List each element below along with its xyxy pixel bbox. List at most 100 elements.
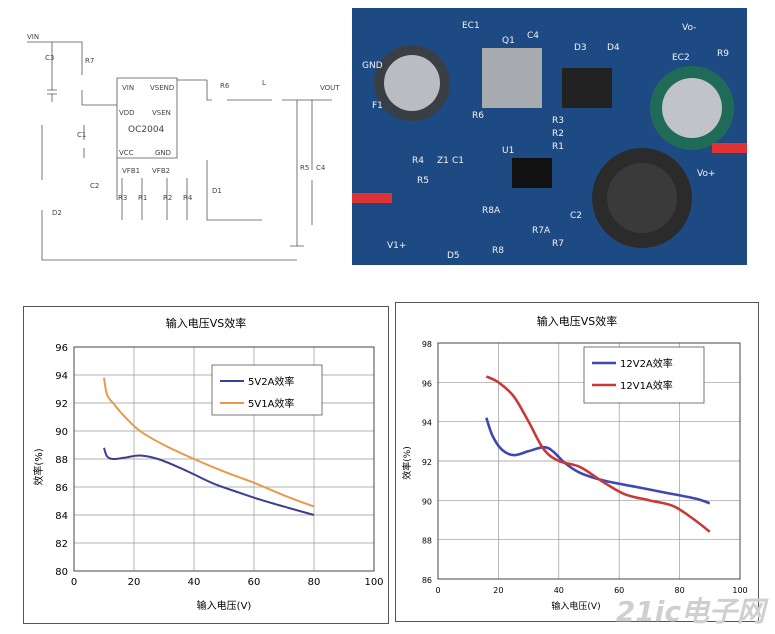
photo-label-r3: R3 (552, 116, 564, 126)
y-tick-label: 90 (55, 427, 68, 438)
photo-label-f1: F1 (372, 101, 383, 111)
schematic-r4: R4 (183, 194, 193, 202)
y-axis-label: 效率(%) (401, 446, 413, 480)
series-line-1 (485, 375, 711, 533)
x-tick-label: 80 (675, 586, 685, 595)
schematic-vout: VOUT (320, 84, 340, 92)
pin-vcc: VCC (119, 149, 134, 157)
schematic-d2: D2 (52, 209, 62, 217)
circuit-schematic: VIN OC2004 VIN VDD VCC VSEND VSEN GND VF… (22, 30, 347, 262)
y-tick-label: 94 (55, 371, 68, 382)
schematic-c2: C2 (90, 182, 99, 190)
photo-label-u1: U1 (502, 146, 514, 156)
watermark-logo: 21ic电子网 (615, 595, 765, 628)
x-axis-label: 输入电压(V) (551, 600, 600, 612)
pcb-photo: GND EC1 Q1 C4 D3 D4 Vo- EC2 R9 F1 R6 R3 … (352, 8, 747, 265)
schematic-l: L (262, 79, 266, 87)
x-tick-label: 60 (614, 586, 624, 595)
y-tick-label: 84 (55, 511, 68, 522)
plot-area (73, 346, 375, 572)
x-tick-label: 20 (493, 586, 503, 595)
schematic-c1: C1 (77, 131, 86, 139)
photo-label-c2: C2 (570, 211, 582, 221)
legend-box (211, 364, 323, 416)
photo-label-d5: D5 (447, 251, 460, 261)
y-tick-label: 94 (422, 419, 432, 428)
y-tick-label: 92 (422, 458, 432, 467)
pin-vfb2: VFB2 (152, 167, 170, 175)
schematic-r5: R5 (300, 164, 309, 172)
y-tick-label: 86 (422, 576, 432, 585)
x-tick-label: 60 (248, 577, 261, 588)
photo-label-r9: R9 (717, 49, 729, 59)
y-tick-label: 88 (422, 537, 432, 546)
pin-vin: VIN (122, 84, 134, 92)
chart-12v-svg: 输入电压VS效率 输入电压(V) 效率(%) 0 20 40 60 80 100 86 88 9… (401, 314, 748, 612)
legend-label: 12V2A效率 (620, 357, 673, 370)
legend-box (583, 346, 705, 404)
schematic-r6: R6 (220, 82, 230, 90)
y-tick-label: 86 (55, 483, 68, 494)
photo-label-r7a: R7A (532, 226, 551, 236)
pin-vsend: VSEND (150, 84, 174, 92)
x-tick-label: 80 (308, 577, 321, 588)
photo-label-ec1: EC1 (462, 21, 480, 31)
series-line-0 (103, 447, 315, 516)
photo-label-r7: R7 (552, 239, 564, 249)
chip-label: OC2004 (128, 125, 165, 135)
photo-label-vo-minus: Vo- (682, 23, 696, 33)
photo-label-v1-plus: V1+ (387, 241, 406, 251)
photo-label-d4: D4 (607, 43, 620, 53)
schematic-d1: D1 (212, 187, 222, 195)
x-tick-label: 100 (364, 577, 383, 588)
photo-label-q1: Q1 (502, 36, 515, 46)
y-tick-label: 88 (55, 455, 68, 466)
y-axis-label: 效率(%) (32, 448, 45, 485)
series-line-1 (103, 377, 315, 508)
pin-vdd: VDD (119, 109, 135, 117)
photo-label-r1: R1 (552, 142, 564, 152)
schematic-r7: R7 (85, 57, 94, 65)
y-tick-label: 96 (55, 343, 68, 354)
photo-label-gnd: GND (362, 61, 383, 71)
schematic-r1: R1 (138, 194, 147, 202)
pin-gnd: GND (155, 149, 171, 157)
x-axis-label: 输入电压(V) (197, 599, 252, 612)
y-tick-label: 90 (422, 497, 432, 506)
series-line-0 (485, 417, 711, 505)
x-tick-label: 40 (188, 577, 201, 588)
y-tick-label: 96 (422, 379, 432, 388)
chart-title: 输入电压VS效率 (537, 314, 618, 328)
photo-label-d3: D3 (574, 43, 587, 53)
pin-vfb1: VFB1 (122, 167, 140, 175)
y-tick-label: 82 (55, 539, 68, 550)
schematic-c3: C3 (45, 54, 54, 62)
x-tick-label: 0 (71, 577, 77, 588)
x-tick-label: 40 (554, 586, 564, 595)
x-tick-label: 100 (732, 586, 747, 595)
photo-label-r6: R6 (472, 111, 484, 121)
x-tick-label: 0 (435, 586, 440, 595)
x-tick-label: 20 (128, 577, 141, 588)
photo-label-r4: R4 (412, 156, 424, 166)
photo-label-r8a: R8A (482, 206, 501, 216)
y-tick-label: 98 (422, 340, 432, 349)
plot-area (437, 342, 741, 580)
schematic-r2: R2 (163, 194, 172, 202)
schematic-drawing: VIN OC2004 VIN VDD VCC VSEND VSEN GND VF… (27, 33, 340, 261)
schematic-r3: R3 (118, 194, 127, 202)
legend-label: 12V1A效率 (620, 379, 673, 392)
schematic-vin-label: VIN (27, 33, 39, 41)
schematic-c4: C4 (316, 164, 326, 172)
efficiency-chart-12v: 输入电压VS效率 输入电压(V) 效率(%) 0 20 40 60 80 100 86 88 9… (395, 302, 759, 622)
photo-label-ec2: EC2 (672, 53, 690, 63)
photo-label-c4: C4 (527, 31, 539, 41)
photo-label-r8: R8 (492, 246, 504, 256)
photo-label-r5: R5 (417, 176, 429, 186)
photo-label-z1: Z1 (437, 156, 449, 166)
pin-vsen: VSEN (152, 109, 171, 117)
photo-label-c1: C1 (452, 156, 464, 166)
chart-title: 输入电压VS效率 (166, 316, 247, 330)
